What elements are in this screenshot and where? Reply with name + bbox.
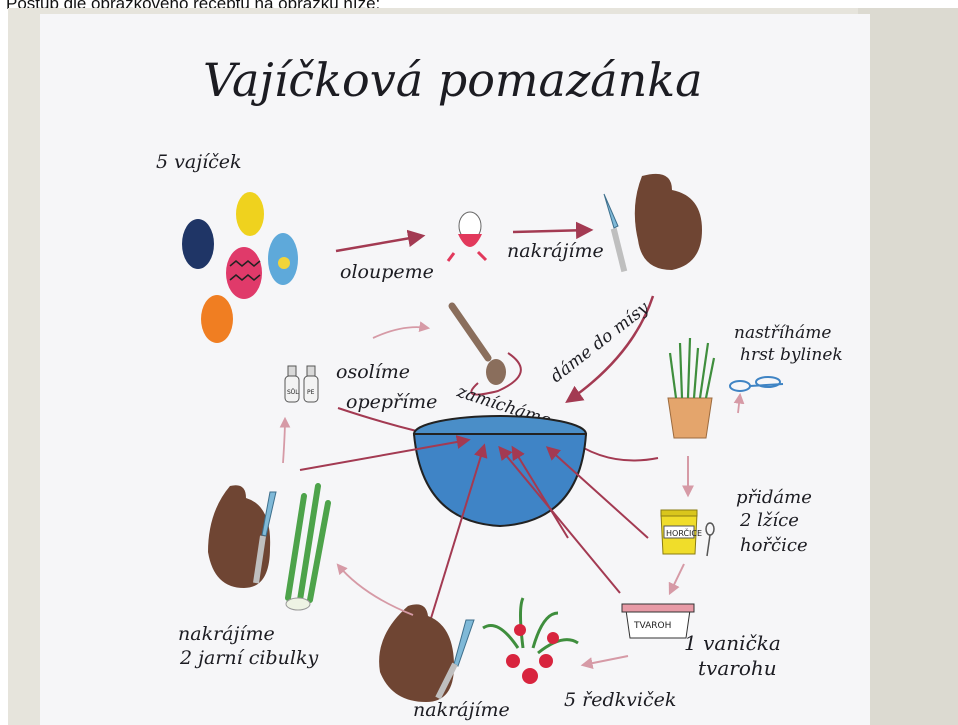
label-mustard-1: přidáme	[736, 487, 812, 508]
label-salt: osolíme	[336, 361, 410, 383]
label-pepper: opepříme	[346, 391, 437, 413]
label-pepper-shaker: PE	[307, 389, 315, 396]
label-curd-2: tvarohu	[698, 656, 777, 680]
label-chives-1: nastříháme	[734, 323, 831, 343]
label-salt-shaker: SŮL	[287, 389, 299, 396]
label-chop-eggs: nakrájíme	[507, 240, 604, 262]
egg-orange	[201, 295, 233, 343]
egg-pink	[226, 247, 262, 299]
egg-navy	[182, 219, 214, 269]
label-curd-tub: TVAROH	[633, 621, 671, 631]
label-eggs: 5 vajíček	[156, 151, 242, 173]
label-onion-1: nakrájíme	[178, 623, 275, 645]
label-peel: oloupeme	[340, 261, 434, 283]
recipe-title: Vajíčková pomazánka	[203, 53, 703, 107]
label-curd-1: 1 vanička	[684, 631, 781, 655]
paper-sheet	[40, 14, 870, 725]
label-radish-count: 5 ředkviček	[564, 689, 676, 711]
label-onion-2: 2 jarní cibulky	[179, 647, 318, 669]
egg-yellow	[236, 192, 264, 236]
label-chives-2: hrst bylinek	[740, 345, 843, 365]
label-mustard-2: 2 lžíce	[739, 510, 799, 531]
label-mustard-3: hořčice	[740, 535, 808, 556]
label-mustard-jar: HORČICE	[666, 527, 702, 538]
label-chop-radish: nakrájíme	[413, 699, 510, 721]
recipe-photo: Vajíčková pomazánka 5 vajíček oloupeme n…	[8, 8, 958, 725]
